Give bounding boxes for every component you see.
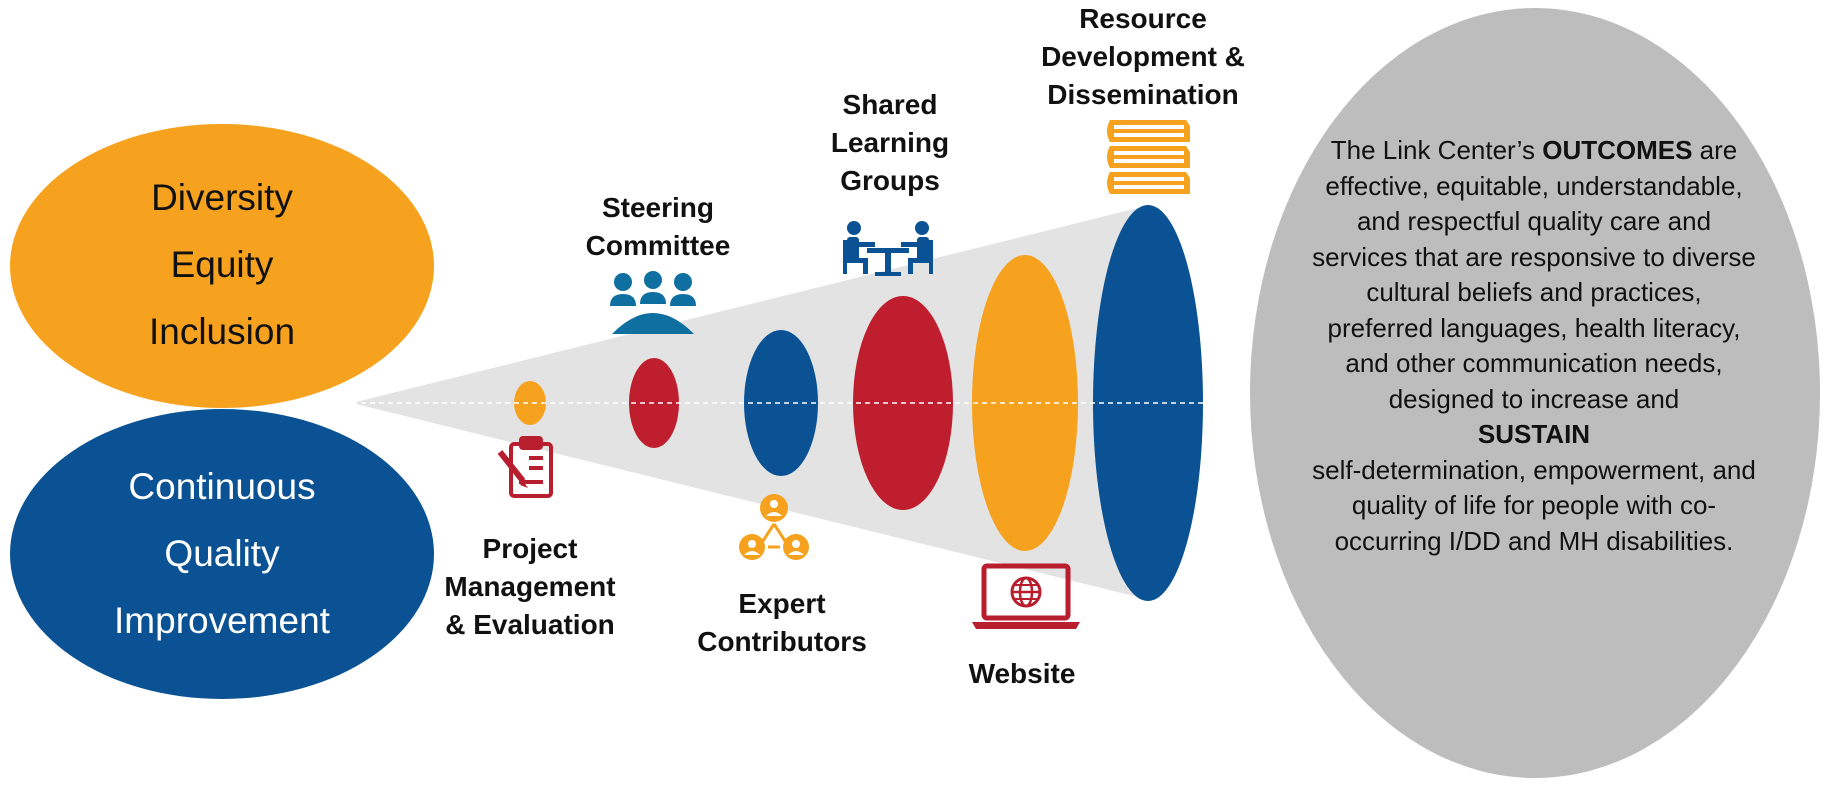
stage-label-line: Website [968, 658, 1076, 689]
stage-label-line: & Evaluation [445, 609, 615, 640]
stage-label-line: Project [482, 533, 578, 564]
cqi-line: Continuous [128, 466, 316, 507]
outcomes-body: are effective, equitable, understandable… [1312, 135, 1756, 414]
outcomes-paragraph-2: self-determination, empowerment, and qua… [1312, 454, 1756, 556]
stage-label-line: Groups [840, 165, 940, 196]
dei-line: Diversity [151, 177, 293, 218]
laptop-globe-icon [972, 563, 1080, 629]
outcomes-paragraph-1: The Link Center’s OUTCOMES are effective… [1312, 133, 1756, 417]
cqi-line: Improvement [114, 600, 330, 641]
stage-label-line: Committee [585, 230, 731, 261]
network-people-icon [739, 494, 809, 560]
clipboard-icon [497, 436, 553, 498]
stage-label-expert: Expert Contributors [672, 585, 892, 661]
stage-label-resource: Resource Development & Dissemination [1023, 0, 1263, 114]
stage-label-line: Expert [738, 588, 826, 619]
stage-label-steering: Steering Committee [548, 189, 768, 265]
stage-label-line: Management [444, 571, 616, 602]
dei-ellipse [10, 124, 434, 408]
stage-label-line: Shared [842, 89, 938, 120]
two-people-table-icon [843, 221, 933, 276]
stage-ellipse-website [972, 255, 1078, 551]
dei-line: Equity [170, 244, 274, 285]
stage-label-shared: Shared Learning Groups [780, 86, 1000, 200]
books-stack-icon [1107, 120, 1190, 194]
stage-label-line: Development & [1041, 41, 1245, 72]
cqi-line: Quality [164, 533, 280, 574]
stage-ellipse-expert [744, 330, 818, 476]
outcomes-ellipse [1250, 8, 1820, 778]
stage-label-line: Contributors [697, 626, 867, 657]
cqi-text: Continuous Quality Improvement [70, 453, 374, 654]
outcomes-keyword: OUTCOMES [1542, 135, 1693, 165]
meeting-group-icon [610, 271, 696, 334]
stage-label-line: Resource [1079, 3, 1207, 34]
stage-label-website: Website [912, 655, 1132, 693]
cqi-ellipse [10, 409, 434, 699]
outcomes-text: The Link Center’s OUTCOMES are effective… [1312, 133, 1756, 559]
dei-line: Inclusion [148, 311, 296, 352]
stage-label-line: Learning [830, 127, 950, 158]
dei-text: Diversity Equity Inclusion [70, 164, 374, 365]
stage-label-project: Project Management & Evaluation [420, 530, 640, 644]
outcomes-prefix: The Link Center’s [1330, 135, 1543, 165]
stage-label-line: Steering [601, 192, 715, 223]
sustain-keyword: SUSTAIN [1312, 417, 1756, 453]
stage-label-line: Dissemination [1047, 79, 1239, 110]
sustain-keyword-text: SUSTAIN [1477, 419, 1591, 449]
stage-ellipse-project [514, 381, 546, 425]
